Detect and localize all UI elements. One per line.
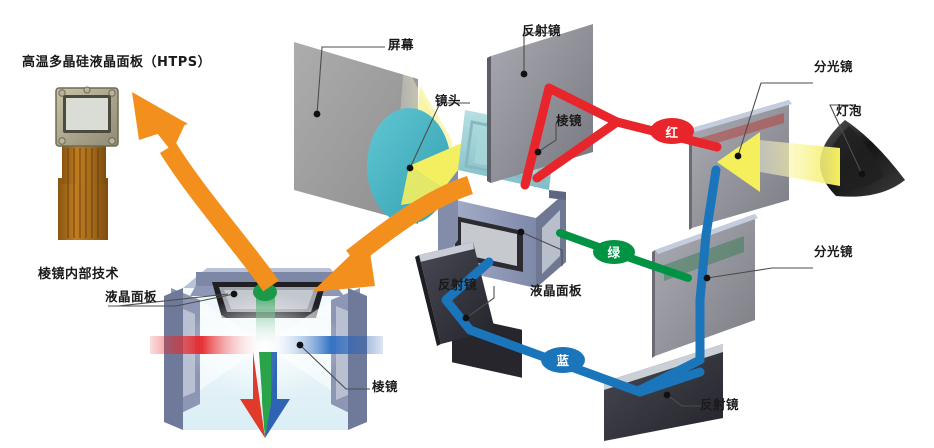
green-beam-path xyxy=(556,229,692,282)
label-mirror-bottom: 反射镜 xyxy=(700,397,740,412)
label-dichroic-bottom: 分光镜 xyxy=(814,244,854,259)
beam-tag-blue: 蓝 xyxy=(556,353,569,368)
prism-tech-subtitle-label: 棱镜内部技术 xyxy=(38,267,120,282)
mirror-bottom-shape xyxy=(604,344,723,441)
htps-panel-photo xyxy=(55,86,119,240)
red-beam-path xyxy=(520,83,722,190)
htps-title-label: 高温多晶硅液晶面板（HTPS） xyxy=(22,55,212,70)
label-screen: 屏幕 xyxy=(388,37,415,52)
label-dichroic-top: 分光镜 xyxy=(814,59,854,74)
blue-beam-path xyxy=(441,165,721,397)
beam-tag-red: 红 xyxy=(665,125,678,140)
beam-tag-green: 绿 xyxy=(607,245,620,260)
label-lcd-panel-left: 液晶面板 xyxy=(105,289,158,304)
label-mirror-mid: 反射镜 xyxy=(438,277,478,292)
left-prism-cutaway xyxy=(150,268,383,438)
leader-lines xyxy=(108,32,863,407)
label-prism-left: 棱镜 xyxy=(372,379,399,394)
orange-arrow-to-prism xyxy=(312,175,474,292)
label-lens: 镜头 xyxy=(435,93,462,108)
label-lcd-panel-center: 液晶面板 xyxy=(530,283,583,298)
label-prism-center: 棱镜 xyxy=(556,113,583,128)
rgb-output-arrow xyxy=(240,352,290,438)
lamp-light-beam xyxy=(717,132,840,192)
orange-arrow-to-htps xyxy=(132,92,279,292)
label-mirror-top: 反射镜 xyxy=(522,23,562,38)
lamp-shape xyxy=(820,120,905,197)
label-lamp: 灯泡 xyxy=(836,103,863,118)
leader-dots xyxy=(230,70,866,399)
